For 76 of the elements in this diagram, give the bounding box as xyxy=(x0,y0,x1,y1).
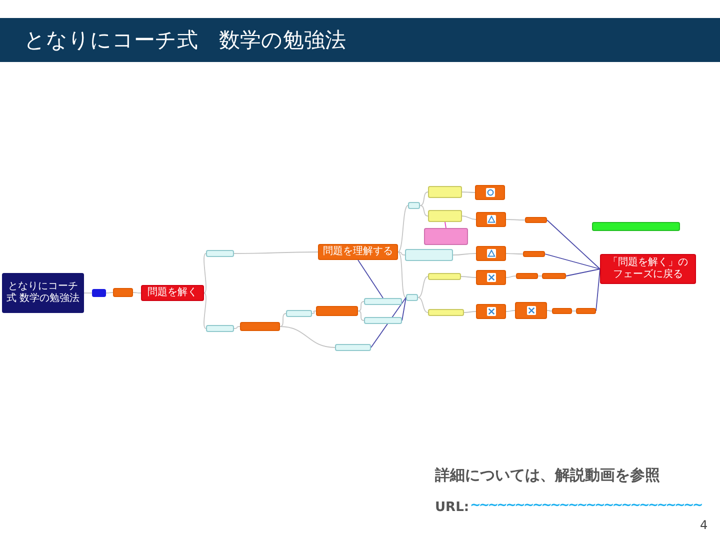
branch-box xyxy=(335,344,371,351)
branch-box xyxy=(286,310,312,317)
branch-box xyxy=(405,249,453,261)
phase-box: 問題を解く xyxy=(141,285,204,301)
connector-line xyxy=(546,310,552,312)
step-box xyxy=(576,308,596,314)
note-box xyxy=(424,228,468,245)
step-box xyxy=(525,217,547,223)
connector-line xyxy=(106,292,114,294)
connector-line xyxy=(234,326,240,329)
step-box xyxy=(475,185,505,200)
branch-box xyxy=(364,298,402,305)
connector-line xyxy=(358,301,364,312)
step-box xyxy=(476,270,506,285)
connector-line xyxy=(358,260,384,298)
condition-box xyxy=(428,210,462,222)
connector-line xyxy=(452,253,476,256)
step-box xyxy=(542,273,566,279)
condition-box xyxy=(428,309,464,316)
connector-line xyxy=(204,253,206,294)
step-box xyxy=(516,273,538,279)
connector-line xyxy=(464,311,476,313)
connector-line xyxy=(544,254,600,270)
connector-line xyxy=(418,297,428,313)
branch-box xyxy=(206,325,234,332)
connector-line xyxy=(444,222,446,228)
page-number: 4 xyxy=(700,518,708,532)
step-box xyxy=(552,308,572,314)
connector-line xyxy=(84,292,92,294)
step-box xyxy=(476,246,506,261)
condition-box xyxy=(428,186,462,198)
connector-line xyxy=(566,268,600,276)
condition-box xyxy=(428,273,461,280)
connector-line xyxy=(462,192,476,193)
connector-line xyxy=(234,252,318,254)
url-link: ~~~~~~~~~~~~~~~~~~~~~~~~~~ xyxy=(470,498,702,513)
connector-line xyxy=(420,205,428,216)
step-box xyxy=(316,306,358,316)
connector-line xyxy=(506,219,526,220)
step-box xyxy=(523,251,545,257)
connector-line xyxy=(418,276,428,298)
step-box xyxy=(240,322,280,331)
connector-line xyxy=(358,310,364,321)
connector-line xyxy=(402,297,406,321)
note-text: 詳細については、解説動画を参照 xyxy=(435,466,660,485)
connector-line xyxy=(420,192,428,206)
topic-box xyxy=(92,289,106,297)
step-box: 問題を理解する xyxy=(318,244,398,260)
connector-line xyxy=(462,216,476,220)
connector-line xyxy=(506,253,524,254)
branch-box xyxy=(408,202,420,209)
step-box xyxy=(515,302,547,319)
connector-line xyxy=(506,276,516,278)
connector-line xyxy=(312,310,316,314)
branch-box xyxy=(406,294,418,301)
phase-box: 「問題を解く」のフェーズに戻る xyxy=(600,254,696,284)
step-box xyxy=(476,304,506,319)
topic-box: となりにコーチ式 数学の勉強法 xyxy=(2,273,84,313)
connector-line xyxy=(506,310,516,312)
connector-line xyxy=(280,313,286,327)
connector-line xyxy=(460,276,476,278)
connector-line xyxy=(280,326,336,348)
step-box xyxy=(113,288,133,297)
connector-line xyxy=(596,268,600,312)
branch-box xyxy=(364,317,402,324)
connector-line xyxy=(398,205,408,252)
url-label: URL: xyxy=(435,500,470,515)
connector-line xyxy=(398,252,406,298)
step-box xyxy=(476,212,506,227)
connector-line xyxy=(132,292,142,294)
title-bar: となりにコーチ式 数学の勉強法 xyxy=(0,18,720,62)
connector-line xyxy=(204,292,206,329)
goal-box xyxy=(592,222,680,231)
connector-line xyxy=(546,220,600,270)
connector-line xyxy=(370,297,406,348)
branch-box xyxy=(206,250,234,257)
